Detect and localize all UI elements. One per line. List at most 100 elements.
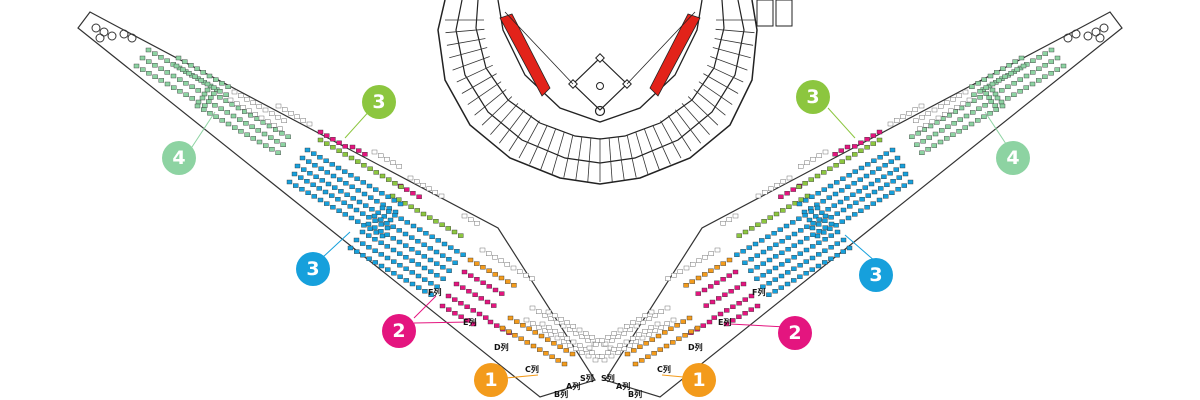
seat[interactable]	[632, 361, 639, 367]
seat[interactable]	[862, 185, 868, 190]
seat[interactable]	[601, 357, 608, 363]
seat[interactable]	[642, 329, 648, 334]
seat[interactable]	[426, 186, 432, 192]
seat[interactable]	[329, 162, 335, 167]
seat[interactable]	[243, 120, 249, 126]
seat[interactable]	[645, 354, 651, 359]
seat[interactable]	[623, 339, 630, 345]
seat[interactable]	[639, 358, 645, 363]
seat[interactable]	[472, 292, 478, 297]
seat[interactable]	[310, 182, 316, 188]
seat[interactable]	[312, 162, 318, 168]
seat[interactable]	[894, 155, 901, 161]
seat[interactable]	[881, 174, 887, 180]
seat[interactable]	[335, 165, 342, 171]
seat[interactable]	[486, 284, 492, 289]
seat[interactable]	[813, 214, 819, 219]
seat[interactable]	[206, 73, 213, 79]
seat[interactable]	[281, 118, 287, 124]
zone-badge-3-left-green[interactable]: 3	[362, 85, 396, 119]
seat[interactable]	[317, 129, 324, 135]
seat[interactable]	[306, 159, 312, 164]
seat[interactable]	[754, 276, 760, 281]
zone-badge-3-right-blue[interactable]: 3	[859, 258, 893, 292]
seat[interactable]	[840, 249, 846, 254]
seat[interactable]	[408, 204, 414, 210]
seat[interactable]	[786, 175, 793, 181]
seat[interactable]	[453, 281, 460, 287]
seat[interactable]	[348, 155, 355, 161]
seat[interactable]	[280, 142, 286, 148]
seat[interactable]	[517, 269, 523, 274]
seat[interactable]	[977, 88, 983, 94]
seat[interactable]	[404, 220, 410, 225]
seat[interactable]	[734, 252, 740, 258]
seat[interactable]	[708, 284, 714, 289]
seat[interactable]	[962, 125, 968, 130]
seat[interactable]	[772, 277, 778, 282]
seat[interactable]	[384, 220, 390, 226]
seat[interactable]	[858, 208, 864, 214]
seat[interactable]	[828, 244, 834, 250]
seat[interactable]	[987, 73, 994, 79]
seat[interactable]	[523, 273, 529, 278]
seat[interactable]	[1023, 73, 1030, 79]
seat[interactable]	[250, 100, 256, 106]
seat[interactable]	[384, 156, 390, 162]
seat[interactable]	[304, 147, 311, 153]
seat[interactable]	[878, 186, 884, 191]
seat[interactable]	[802, 212, 808, 218]
seat[interactable]	[658, 325, 664, 330]
seat[interactable]	[865, 193, 871, 198]
seat[interactable]	[631, 348, 637, 353]
seat[interactable]	[677, 269, 683, 274]
seat[interactable]	[545, 337, 551, 342]
seat[interactable]	[749, 226, 755, 231]
seat[interactable]	[336, 208, 342, 214]
seat[interactable]	[832, 191, 839, 197]
seat[interactable]	[210, 91, 217, 96]
seat[interactable]	[658, 309, 664, 314]
seat[interactable]	[809, 225, 816, 231]
seat[interactable]	[845, 215, 852, 221]
seat[interactable]	[906, 110, 912, 116]
seat[interactable]	[602, 341, 609, 347]
seat[interactable]	[548, 332, 554, 337]
seat[interactable]	[803, 198, 809, 203]
seat[interactable]	[779, 250, 785, 256]
seat[interactable]	[700, 323, 706, 328]
seat[interactable]	[827, 226, 833, 232]
seat[interactable]	[139, 55, 146, 61]
seat[interactable]	[397, 263, 403, 268]
seat[interactable]	[567, 327, 573, 332]
seat[interactable]	[797, 274, 803, 279]
seat[interactable]	[937, 139, 944, 145]
seat[interactable]	[268, 135, 274, 140]
seat[interactable]	[557, 344, 563, 349]
seat[interactable]	[1035, 78, 1042, 83]
seat[interactable]	[361, 222, 367, 228]
seat[interactable]	[378, 252, 384, 257]
seat[interactable]	[238, 128, 244, 134]
seat[interactable]	[487, 319, 494, 325]
seat[interactable]	[1018, 55, 1025, 61]
seat[interactable]	[372, 225, 378, 230]
seat[interactable]	[716, 296, 722, 301]
seat[interactable]	[771, 230, 777, 236]
seat[interactable]	[403, 243, 409, 248]
seat[interactable]	[736, 233, 742, 238]
seat[interactable]	[236, 117, 243, 122]
seat[interactable]	[194, 103, 201, 109]
seat[interactable]	[384, 255, 391, 261]
seat[interactable]	[876, 166, 882, 172]
seat[interactable]	[306, 121, 313, 127]
seat[interactable]	[384, 232, 390, 238]
seat[interactable]	[720, 220, 726, 226]
seat[interactable]	[900, 114, 906, 120]
seat[interactable]	[617, 327, 624, 333]
seat[interactable]	[579, 334, 585, 339]
seat[interactable]	[1011, 80, 1017, 86]
seat[interactable]	[981, 114, 987, 120]
seat[interactable]	[356, 199, 363, 205]
seat[interactable]	[828, 256, 834, 261]
